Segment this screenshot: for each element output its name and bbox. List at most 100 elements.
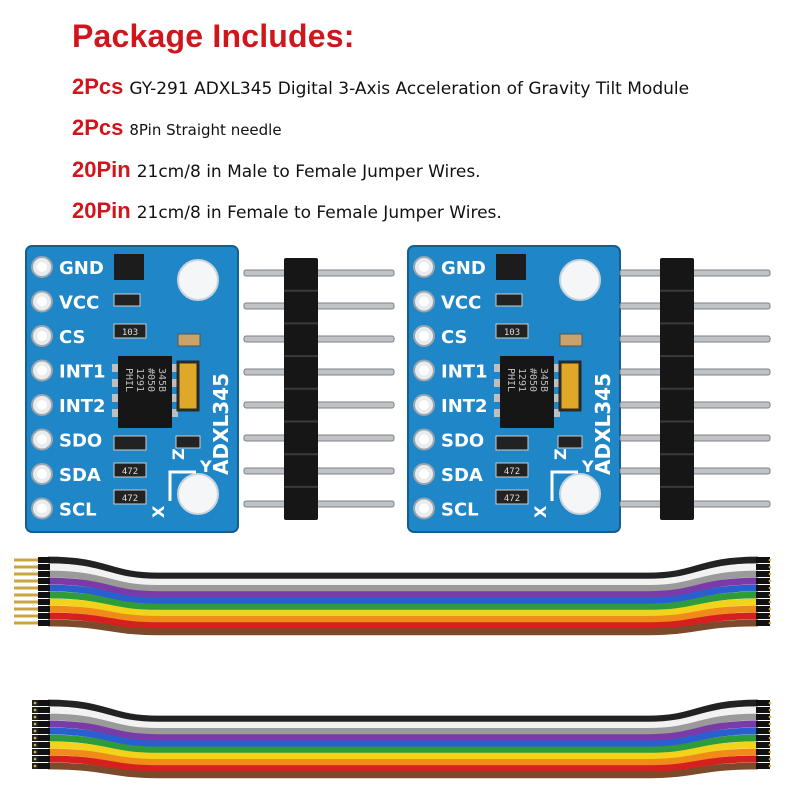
male-pin: [14, 565, 38, 569]
pin-label: SCL: [59, 500, 97, 521]
pin-label: GND: [59, 258, 104, 279]
connector-housing-right: [756, 700, 770, 706]
jumper-wire-bundle-2: [32, 699, 772, 779]
item-desc-4: 21cm/8 in Female to Female Jumper Wires.: [136, 203, 502, 223]
female-socket-contact: [768, 757, 772, 761]
chip-leg: [554, 409, 560, 417]
connector-housing-right: [756, 613, 770, 619]
pin-header-2: [619, 258, 771, 520]
connector-housing-right: [756, 763, 770, 769]
jumper-wire: [47, 619, 759, 636]
female-socket-contact: [768, 593, 772, 597]
female-socket-contact: [768, 621, 772, 625]
item-qty-1: 2Pcs: [72, 74, 124, 99]
female-socket-contact: [33, 736, 37, 740]
chip-leg: [112, 394, 118, 402]
female-socket-contact: [768, 736, 772, 740]
female-socket-contact: [33, 701, 37, 705]
connector-housing-right: [756, 578, 770, 584]
smd-resistor: [495, 462, 529, 478]
tantalum-capacitor: [558, 360, 582, 412]
connector-housing-left: [38, 613, 50, 619]
pin-hole: [37, 434, 47, 445]
connector-housing-right: [756, 592, 770, 598]
connector-housing-left: [38, 571, 50, 577]
connector-housing-right: [756, 756, 770, 762]
female-socket-contact: [768, 764, 772, 768]
pin-hole: [419, 365, 429, 376]
chip-leg: [554, 379, 560, 387]
male-pin: [14, 579, 38, 583]
pin-label: SDO: [441, 431, 484, 452]
female-socket-contact: [768, 729, 772, 733]
regulator-chip: [496, 254, 526, 280]
axis-z-label: Z: [551, 448, 570, 460]
connector-housing-right: [756, 735, 770, 741]
header-pin: [619, 368, 771, 376]
jumper-wire: [47, 591, 759, 611]
jumper-wire: [47, 570, 759, 592]
female-socket-contact: [33, 708, 37, 712]
pin-hole: [37, 331, 47, 341]
item-qty-4: 20Pin: [72, 198, 131, 223]
chip-leg: [112, 409, 118, 417]
chip-leg: [172, 394, 178, 402]
female-socket-contact: [33, 715, 37, 719]
pin-label: GND: [441, 258, 486, 279]
connector-housing-left: [38, 578, 50, 584]
connector-housing-left: [38, 735, 50, 741]
item-qty-3: 20Pin: [72, 157, 131, 182]
female-socket-contact: [768, 558, 772, 562]
header-pin: [619, 500, 771, 508]
jumper-wire: [47, 605, 759, 623]
male-pin: [14, 600, 38, 604]
header-pin: [243, 335, 395, 343]
jumper-wire: [47, 762, 759, 779]
axis-arrows: [550, 470, 578, 501]
chip-marking-text: PHIL: [123, 368, 134, 392]
male-pin: [14, 572, 38, 576]
jumper-wire: [47, 713, 759, 735]
item-desc-2: 8Pin Straight needle: [129, 121, 282, 139]
female-socket-contact: [768, 701, 772, 705]
female-socket-contact: [33, 743, 37, 747]
female-socket-contact: [768, 750, 772, 754]
connector-housing-right: [756, 606, 770, 612]
female-socket-contact: [768, 579, 772, 583]
connector-housing-left: [38, 763, 50, 769]
chip-leg: [494, 364, 500, 372]
jumper-wire: [47, 734, 759, 754]
female-socket-contact: [768, 572, 772, 576]
connector-housing-right: [756, 620, 770, 626]
smd-part: [495, 293, 523, 307]
smd-resistor: [495, 323, 529, 339]
tantalum-capacitor: [176, 360, 200, 412]
chip-leg: [554, 394, 560, 402]
connector-housing-left: [38, 721, 50, 727]
header-pin: [619, 335, 771, 343]
female-socket-contact: [33, 722, 37, 726]
female-socket-contact: [33, 750, 37, 754]
pin-label: VCC: [59, 293, 99, 314]
chip-leg: [554, 364, 560, 372]
resistor-code: 472: [504, 494, 520, 504]
male-pin: [14, 586, 38, 590]
pin-label: SDA: [441, 465, 483, 486]
header-pin: [243, 368, 395, 376]
pin-header-1: [243, 258, 395, 520]
chip-leg: [112, 364, 118, 372]
jumper-wire: [47, 706, 759, 729]
chip-marking-text: 345B: [538, 368, 549, 392]
pin-hole: [419, 331, 429, 341]
item-qty-2: 2Pcs: [72, 115, 124, 140]
connector-housing-right: [756, 728, 770, 734]
female-socket-contact: [768, 614, 772, 618]
female-socket-contact: [768, 743, 772, 747]
pin-hole: [37, 365, 47, 376]
smd-resistor: [495, 435, 529, 451]
pin-hole: [37, 400, 47, 410]
chip-marking-text: #050: [527, 368, 538, 392]
